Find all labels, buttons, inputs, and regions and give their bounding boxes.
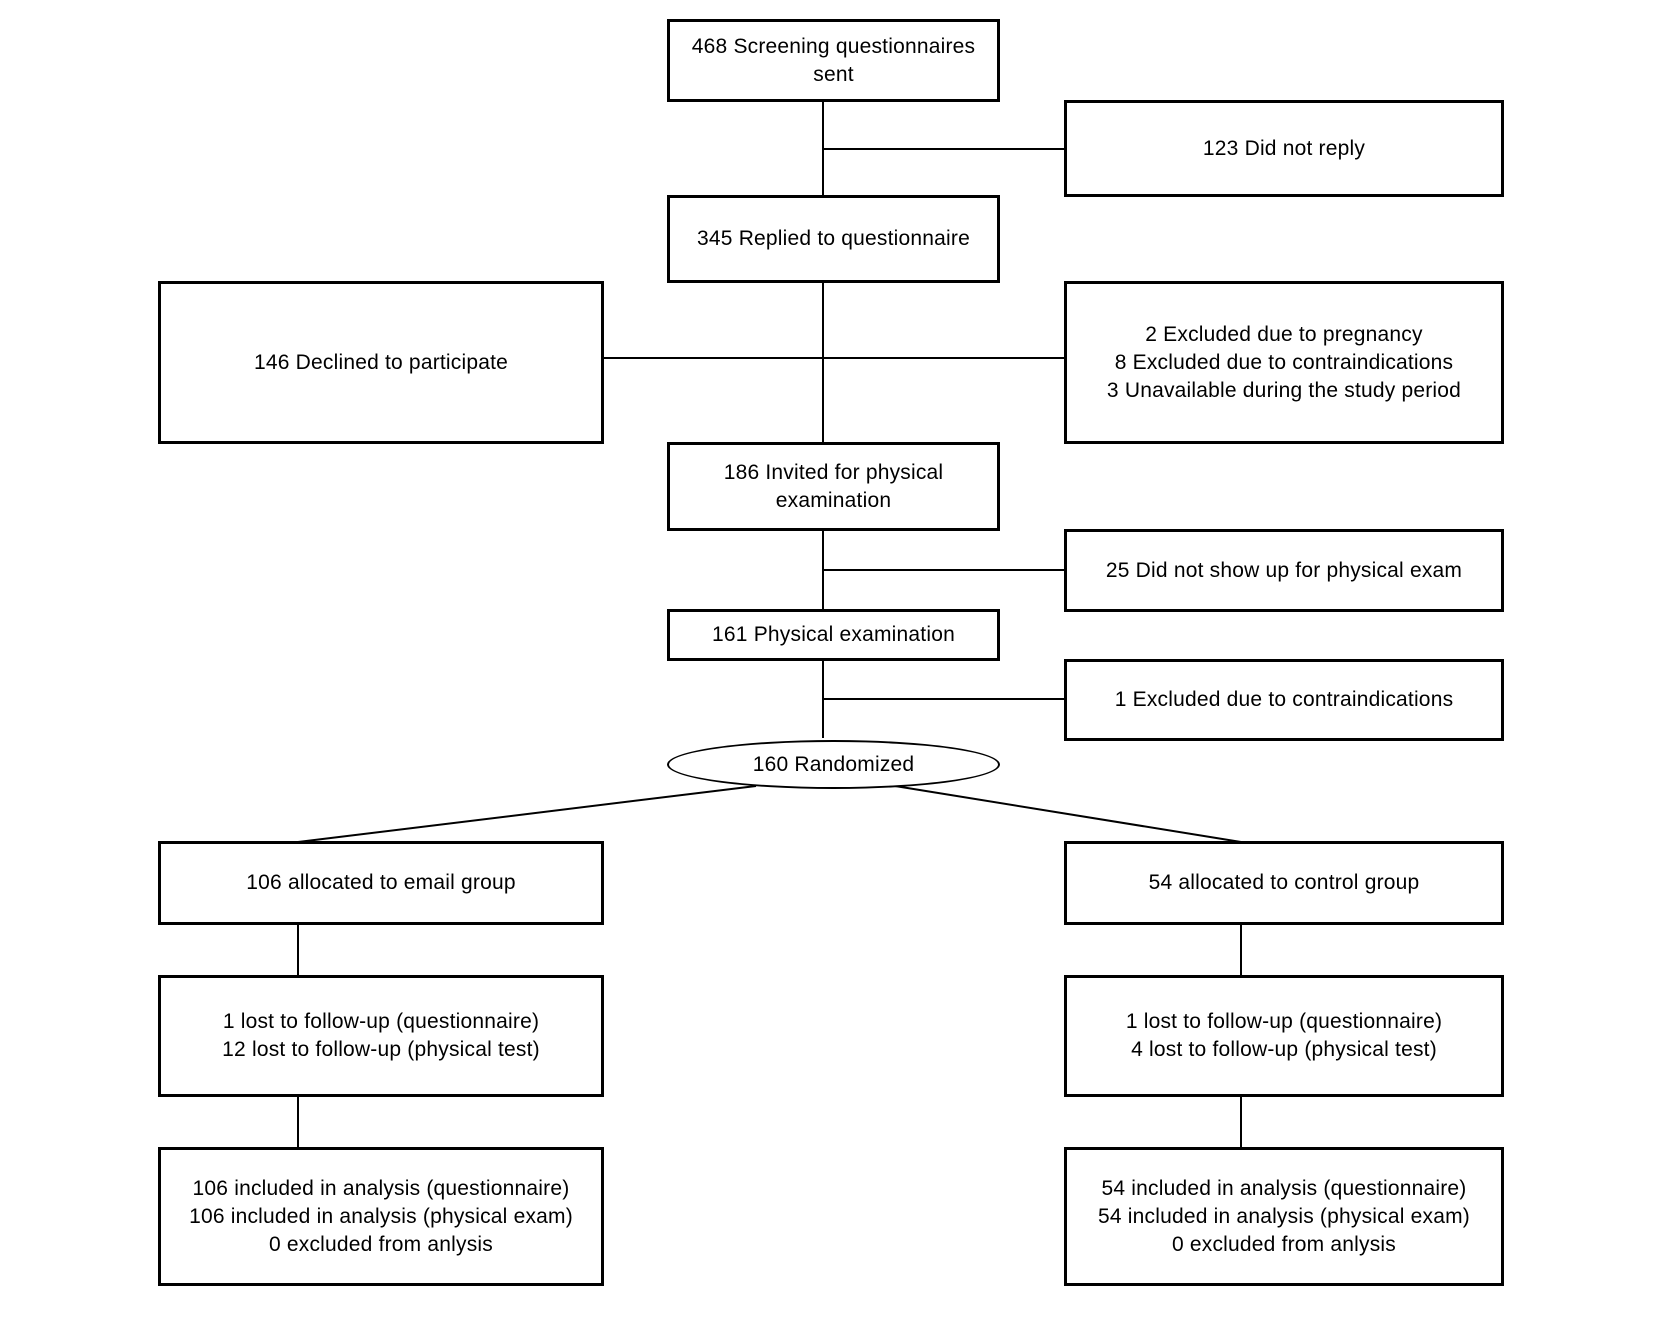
randomized-text: 160 Randomized: [752, 752, 915, 776]
physical-exam-text: 161 Physical examination: [712, 623, 955, 646]
email-lost-text: 1 lost to follow-up (questionnaire) 12 l…: [222, 1010, 540, 1061]
declined-text: 146 Declined to participate: [253, 350, 509, 374]
email-analysis-box: 106 included in analysis (questionnaire)…: [158, 1147, 604, 1286]
connector-branch-control: [894, 785, 1242, 843]
control-lost-text: 1 lost to follow-up (questionnaire) 4 lo…: [1125, 1010, 1443, 1061]
email-allocated-box: 106 allocated to email group: [158, 841, 604, 925]
email-allocated-text: 106 allocated to email group: [246, 871, 516, 894]
replied-text: 345 Replied to questionnaire: [697, 227, 970, 250]
no-show-text: 25 Did not show up for physical exam: [1105, 558, 1463, 582]
excluded-reasons-box: 2 Excluded due to pregnancy 8 Excluded d…: [1064, 281, 1504, 444]
did-not-reply-box: 123 Did not reply: [1064, 100, 1504, 197]
control-analysis-text: 54 included in analysis (questionnaire) …: [1098, 1176, 1470, 1256]
screening-sent-text: 468 Screening questionnaires sent: [691, 34, 976, 86]
excluded-contra-text: 1 Excluded due to contraindications: [1114, 688, 1454, 711]
no-show-box: 25 Did not show up for physical exam: [1064, 529, 1504, 612]
control-allocated-text: 54 allocated to control group: [1148, 871, 1420, 894]
email-lost-box: 1 lost to follow-up (questionnaire) 12 l…: [158, 975, 604, 1097]
screening-sent-box: 468 Screening questionnaires sent: [667, 19, 1000, 102]
control-allocated-box: 54 allocated to control group: [1064, 841, 1504, 925]
physical-exam-box: 161 Physical examination: [667, 609, 1000, 661]
replied-box: 345 Replied to questionnaire: [667, 195, 1000, 283]
randomized-oval: 160 Randomized: [667, 740, 1000, 789]
excluded-reasons-text: 2 Excluded due to pregnancy 8 Excluded d…: [1106, 322, 1462, 402]
invited-box: 186 Invited for physical examination: [667, 442, 1000, 531]
declined-box: 146 Declined to participate: [158, 281, 604, 444]
invited-text: 186 Invited for physical examination: [723, 460, 944, 512]
did-not-reply-text: 123 Did not reply: [1202, 136, 1366, 160]
control-analysis-box: 54 included in analysis (questionnaire) …: [1064, 1147, 1504, 1286]
connector-branch-email: [297, 785, 757, 843]
email-analysis-text: 106 included in analysis (questionnaire)…: [189, 1176, 573, 1256]
excluded-contra-box: 1 Excluded due to contraindications: [1064, 659, 1504, 741]
control-lost-box: 1 lost to follow-up (questionnaire) 4 lo…: [1064, 975, 1504, 1097]
